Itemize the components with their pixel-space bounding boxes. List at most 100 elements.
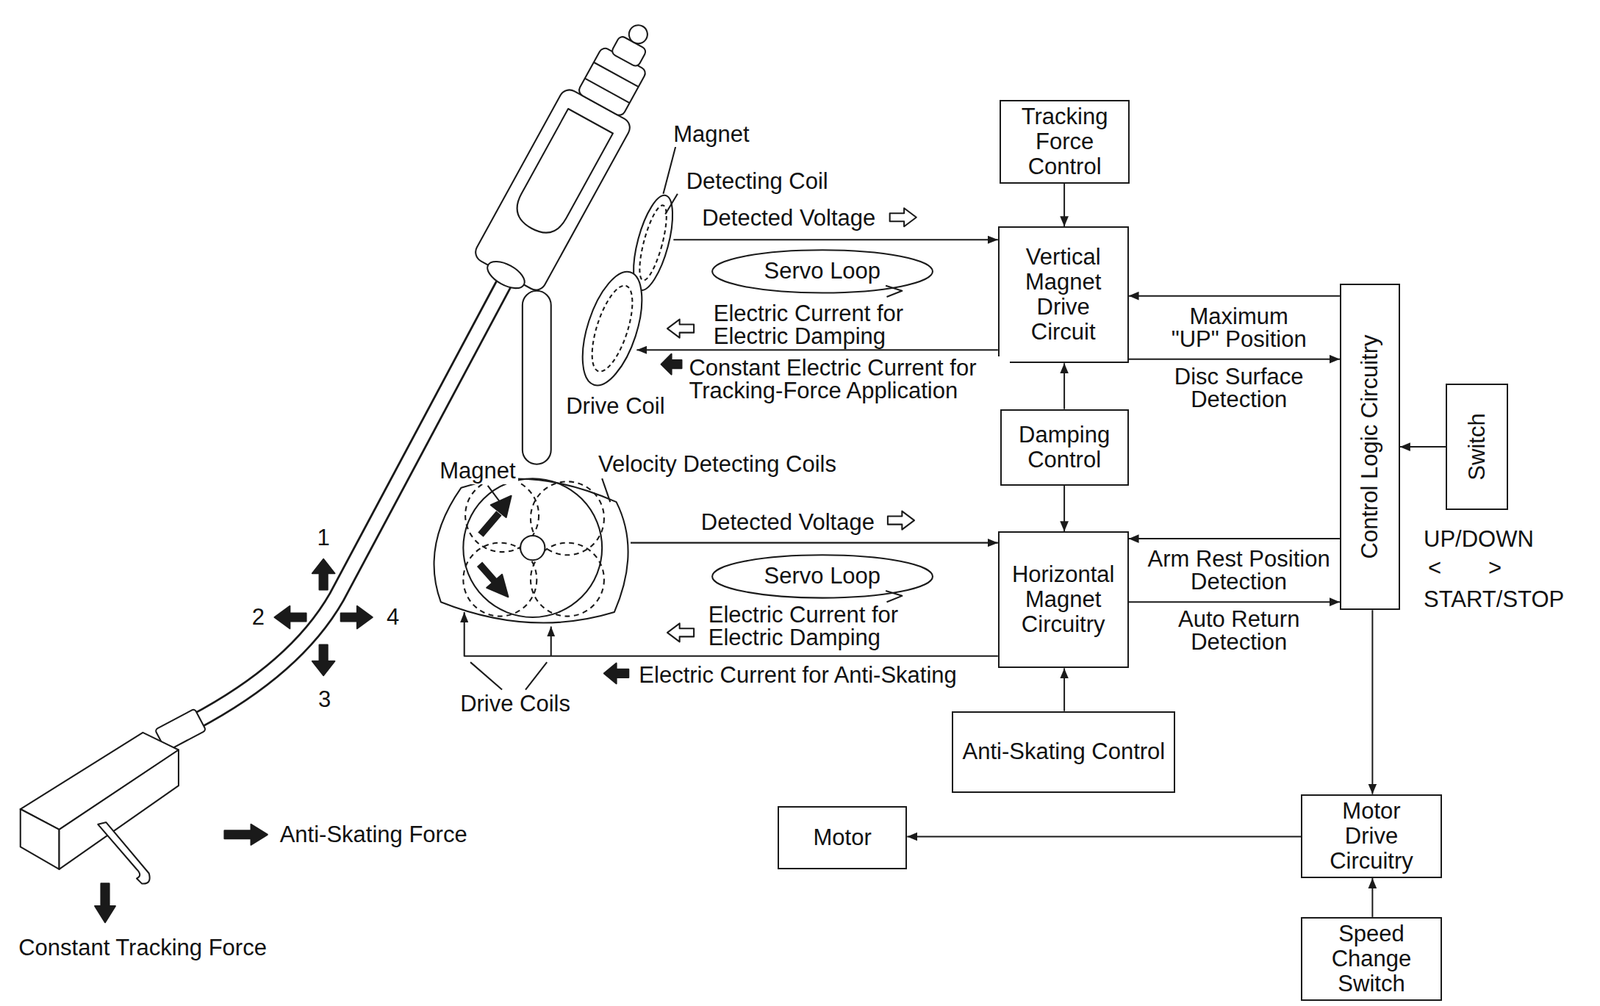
arm-housing xyxy=(625,22,651,48)
signal-label: Electric Current for Anti-Skating xyxy=(636,662,959,688)
box-text: Motor xyxy=(812,825,871,851)
headshell xyxy=(20,732,179,885)
signal-label: Detected Voltage xyxy=(698,510,877,536)
control-box: Damping Control xyxy=(1000,409,1129,486)
detecting-coil xyxy=(634,202,672,283)
logic-box: Control Logic Circuitry xyxy=(1339,283,1401,611)
signal-connector xyxy=(1063,668,1065,711)
part-label: Magnet xyxy=(437,458,518,484)
switch-label: UP/DOWN xyxy=(1421,526,1537,552)
box-text: Switch xyxy=(1464,413,1490,480)
callout-number: 2 xyxy=(249,604,267,630)
arm-housing xyxy=(509,108,613,241)
signal-connector xyxy=(1400,446,1446,448)
signal-label: Constant Electric Current for Tracking-F… xyxy=(686,356,1010,403)
signal-label: Detected Voltage xyxy=(699,205,878,231)
force-label: Anti-Skating Force xyxy=(277,822,470,848)
signal-connector xyxy=(1128,358,1340,361)
arm-housing xyxy=(585,78,630,103)
signal-label: Electric Current for Electric Damping xyxy=(706,603,906,649)
circuit-box: Motor Drive Circuitry xyxy=(1300,794,1442,879)
arm-housing xyxy=(471,85,634,294)
leader-line xyxy=(470,662,502,690)
signal-label: Disc Surface Detection xyxy=(1167,365,1311,411)
signal-wire xyxy=(636,349,998,351)
callout-number: 3 xyxy=(316,687,333,713)
filled-arrow xyxy=(604,662,629,684)
servo-loop xyxy=(712,554,933,598)
signal-wire xyxy=(630,542,999,544)
direction-arrow xyxy=(312,644,336,676)
box-text: Motor Drive Circuitry xyxy=(1318,798,1425,874)
switch-box: Speed Change Switch xyxy=(1300,917,1442,1002)
box-text: Tracking Force Control xyxy=(1008,104,1121,180)
callout-number: 4 xyxy=(384,604,402,630)
control-box: Anti-Skating Control xyxy=(951,711,1176,794)
motor-box: Motor xyxy=(777,806,907,870)
headshell xyxy=(20,809,60,870)
signal-connector xyxy=(1128,295,1340,297)
control-box: Tracking Force Control xyxy=(999,99,1129,184)
signal-label: Maximum "UP" Position xyxy=(1167,305,1311,351)
force-label: Constant Tracking Force xyxy=(16,935,269,961)
tonearm-drawing xyxy=(20,7,999,923)
callout-number: 1 xyxy=(315,525,333,551)
box-text: Anti-Skating Control xyxy=(962,739,1166,765)
part-label: Drive Coils xyxy=(457,691,573,717)
box-text: Speed Change Switch xyxy=(1309,921,1434,997)
drive-coil xyxy=(583,281,641,377)
arm-housing xyxy=(593,62,639,87)
signal-connector xyxy=(1063,485,1065,532)
box-text: Damping Control xyxy=(1007,422,1122,473)
loop-label: Servo Loop xyxy=(762,258,884,284)
direction-arrow xyxy=(274,606,306,630)
servo-loop-arrow xyxy=(885,285,902,297)
drive-coil xyxy=(570,264,654,393)
signal-connector xyxy=(906,835,1301,838)
headshell xyxy=(59,750,179,870)
leader-line xyxy=(601,478,611,502)
leader-line xyxy=(525,662,547,690)
signal-connector xyxy=(1128,537,1340,540)
switch-label: START/STOP xyxy=(1421,587,1567,613)
signal-connector xyxy=(1371,610,1373,794)
switch-label: < xyxy=(1425,555,1444,581)
signal-wire xyxy=(550,626,552,657)
direction-arrow xyxy=(312,559,336,591)
signal-connector xyxy=(1371,878,1373,918)
drive-coils-outline xyxy=(434,478,629,623)
servo-loop xyxy=(712,249,933,293)
servo-loop-arrow xyxy=(885,590,902,602)
headshell xyxy=(97,822,150,884)
rotation-arrow xyxy=(490,496,512,518)
leader-line xyxy=(662,146,676,195)
signal-label: Auto Return Detection xyxy=(1167,607,1311,654)
signal-wire xyxy=(673,238,999,241)
tracking-force-arrow xyxy=(94,883,116,923)
hollow-arrow xyxy=(890,207,917,227)
hollow-arrow xyxy=(667,623,694,642)
part-label: Detecting Coil xyxy=(684,169,831,195)
rotation-arrow xyxy=(486,574,508,598)
circuit-box: Vertical Magnet Drive Circuit xyxy=(998,226,1129,364)
hollow-arrow xyxy=(887,511,915,530)
box-text: Horizontal Magnet Circuitry xyxy=(1005,562,1122,638)
switch-label: > xyxy=(1486,555,1504,581)
part-label: Magnet xyxy=(671,122,752,147)
loop-label: Servo Loop xyxy=(762,563,884,589)
signal-label: Electric Current for Electric Damping xyxy=(711,302,911,348)
rotor-magnet xyxy=(463,478,602,618)
signal-connector xyxy=(1063,183,1065,227)
hollow-arrow xyxy=(667,319,694,339)
rotation-arrow xyxy=(479,564,496,583)
anti-skating-arrow xyxy=(224,824,267,846)
leader-line xyxy=(665,194,678,215)
switch-box: Switch xyxy=(1445,383,1509,511)
leader-line xyxy=(488,485,501,502)
part-label: Drive Coil xyxy=(563,393,667,419)
arm-housing xyxy=(482,255,529,294)
filled-arrow xyxy=(661,354,683,375)
arm-pillar xyxy=(522,291,552,465)
direction-arrow xyxy=(341,606,373,630)
rotation-arrow xyxy=(480,512,500,535)
